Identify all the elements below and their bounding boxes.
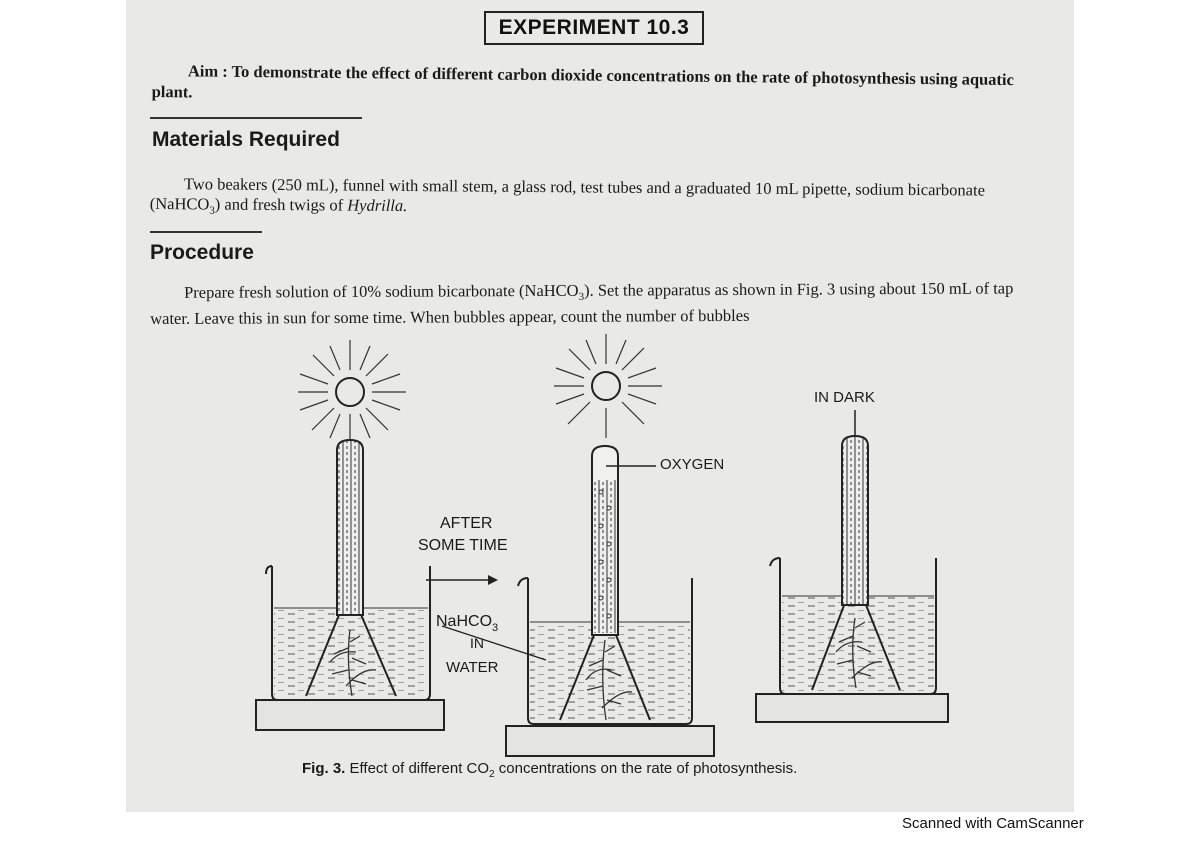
experiment-title: EXPERIMENT 10.3	[484, 11, 704, 45]
label-nahco3: NaHCO3	[436, 613, 498, 634]
label-water: WATER	[446, 659, 499, 676]
procedure-heading: Procedure	[150, 241, 254, 264]
scanner-watermark: Scanned with CamScanner	[902, 815, 1084, 832]
apparatus-bubbles	[505, 444, 715, 757]
materials-rule	[150, 117, 362, 119]
apparatus-figure: AFTER SOME TIME NaHCO3 IN WATER OXYGEN I…	[255, 334, 949, 757]
label-some-time: SOME TIME	[418, 537, 508, 554]
procedure-text: Prepare fresh solution of 10% sodium bic…	[183, 280, 579, 302]
materials-paragraph: Two beakers (250 mL), funnel with small …	[150, 174, 1030, 227]
materials-text-mid: ) and fresh twigs of	[214, 194, 348, 215]
after-some-time-arrow	[426, 575, 498, 585]
figure-caption: Fig. 3. Effect of different CO2 concentr…	[302, 760, 797, 780]
caption-text-after: concentrations on the rate of photosynth…	[494, 760, 798, 777]
label-after: AFTER	[440, 515, 492, 532]
caption-text: Effect of different CO	[349, 760, 490, 777]
sun-icon	[554, 334, 662, 438]
label-in-dark: IN DARK	[814, 389, 875, 406]
label-nahco3-text: NaHCO	[436, 613, 492, 630]
label-nahco3-sub: 3	[492, 622, 498, 634]
materials-heading: Materials Required	[152, 128, 340, 151]
caption-label: Fig. 3.	[302, 760, 346, 777]
document-page: EXPERIMENT 10.3 Aim : To demonstrate the…	[126, 0, 1074, 812]
materials-italic: Hydrilla.	[347, 195, 408, 216]
apparatus-dark	[755, 410, 949, 723]
caption-sub: 2	[489, 769, 495, 780]
aim-paragraph: Aim : To demonstrate the effect of diffe…	[152, 60, 1032, 111]
aim-label: Aim :	[187, 61, 228, 81]
procedure-rule	[150, 231, 262, 233]
procedure-paragraph: Prepare fresh solution of 10% sodium bic…	[150, 278, 1030, 329]
aim-text: To demonstrate the effect of different c…	[151, 61, 1014, 102]
sun-icon	[298, 340, 406, 444]
label-oxygen: OXYGEN	[660, 456, 724, 473]
label-in: IN	[470, 635, 484, 651]
apparatus-sunlight	[255, 438, 445, 731]
